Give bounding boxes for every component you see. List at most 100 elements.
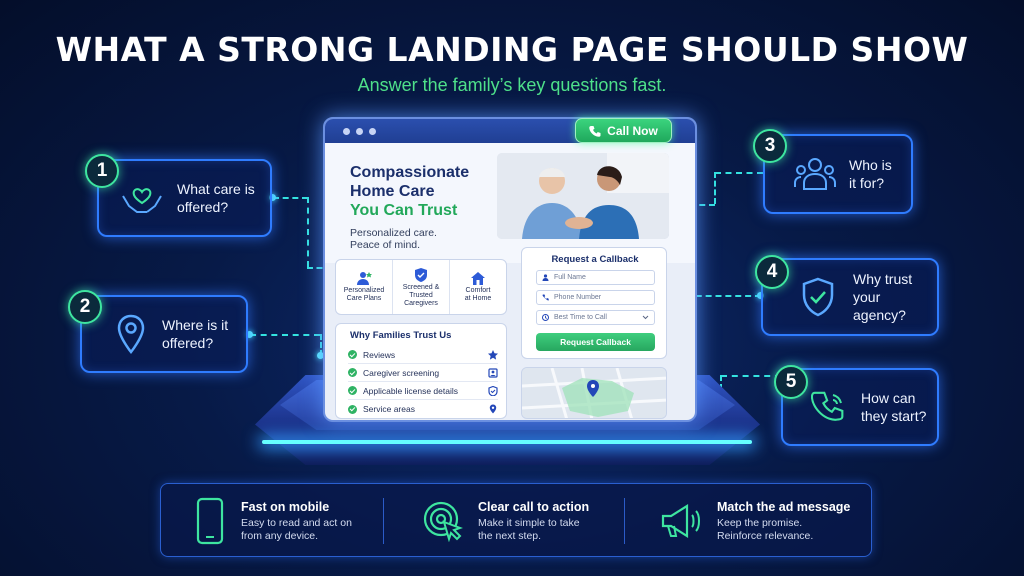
callout-label: Who is it for? <box>849 157 892 191</box>
tip-desc: the next step. <box>478 529 542 542</box>
trust-item-reviews: Reviews <box>348 346 498 364</box>
check-icon <box>348 404 357 414</box>
connector-1b <box>307 197 309 267</box>
landing-page-mockup: Compassionate Home Care You Can Trust Pe… <box>323 117 697 422</box>
connector-3b <box>714 172 716 204</box>
tip-desc: Make it simple to take <box>478 516 580 529</box>
trust-panel: Why Families Trust Us Reviews Caregiver … <box>335 323 507 419</box>
headline-line: Home Care <box>350 183 435 200</box>
field-placeholder: Phone Number <box>554 294 602 301</box>
request-callback-button[interactable]: Request Callback <box>536 333 655 351</box>
subtext-line: Peace of mind. <box>350 239 421 251</box>
subtext-line: Personalized care. <box>350 227 437 239</box>
feature-line: Comfort <box>465 287 491 294</box>
callout-number: 3 <box>753 129 787 163</box>
callout-why-trust: Why trust your agency? <box>761 258 939 336</box>
user-icon <box>542 274 549 281</box>
feature-line: Personalized <box>343 287 385 294</box>
feature-line: at Home <box>464 295 492 302</box>
phone-icon <box>589 125 601 137</box>
best-time-select[interactable]: Best Time to Call <box>536 310 655 325</box>
service-area-map <box>521 367 667 419</box>
window-dot <box>356 128 363 135</box>
feature-personalized: Personalized Care Plans <box>336 260 393 314</box>
people-group-icon <box>794 158 836 190</box>
phone-icon <box>811 391 844 421</box>
form-title: Request a Callback <box>551 254 639 265</box>
smartphone-icon <box>196 497 224 545</box>
connector-5a <box>721 375 781 377</box>
connector-dot <box>317 352 324 359</box>
field-placeholder: Best Time to Call <box>554 314 607 321</box>
page-title: WHAT A STRONG LANDING PAGE SHOULD SHOW <box>55 30 969 69</box>
callout-number: 1 <box>85 154 119 188</box>
callback-form: Request a Callback Full Name Phone Numbe… <box>521 247 667 359</box>
connector-1c <box>307 267 332 269</box>
trust-item-license: Applicable license details <box>348 382 498 400</box>
tip-fast-mobile: Fast on mobile Easy to read and act on f… <box>195 484 352 558</box>
tip-title: Match the ad message <box>717 499 851 514</box>
tip-desc: from any device. <box>241 529 319 542</box>
tip-clear-cta: Clear call to action Make it simple to t… <box>422 484 589 558</box>
hero-section: Compassionate Home Care You Can Trust Pe… <box>325 143 695 263</box>
star-icon <box>488 349 498 360</box>
caregiver-photo <box>497 153 669 239</box>
clock-icon <box>542 314 549 321</box>
callout-where: Where is it offered? <box>80 295 248 373</box>
callout-number: 5 <box>774 365 808 399</box>
trust-title: Why Families Trust Us <box>350 330 452 341</box>
feature-line: Screened & <box>402 283 440 291</box>
trust-item-areas: Service areas <box>348 400 498 418</box>
full-name-field[interactable]: Full Name <box>536 270 655 285</box>
connector-4 <box>676 295 761 297</box>
connector-dot <box>757 292 764 299</box>
map-pin-icon <box>489 404 497 414</box>
shield-check-icon <box>802 277 834 317</box>
hands-heart-icon <box>122 188 162 213</box>
connector-2a <box>250 334 320 336</box>
tip-desc: Easy to read and act on <box>241 516 352 529</box>
window-dot <box>369 128 376 135</box>
phone-number-field[interactable]: Phone Number <box>536 290 655 305</box>
divider <box>383 498 384 544</box>
bottom-tips-bar: Fast on mobile Easy to read and act on f… <box>160 483 872 557</box>
connector-2b <box>320 334 322 356</box>
shield-icon <box>415 267 427 282</box>
tip-title: Fast on mobile <box>241 499 330 514</box>
callout-who: Who is it for? <box>763 134 913 214</box>
chevron-down-icon <box>642 315 649 320</box>
location-pin-icon <box>117 314 145 355</box>
callout-label: What care is offered? <box>177 181 255 215</box>
connector-dot <box>269 194 276 201</box>
person-star-icon <box>357 272 372 285</box>
megaphone-icon <box>661 504 700 538</box>
home-icon <box>471 272 485 285</box>
callout-label: Where is it offered? <box>162 317 229 351</box>
phone-small-icon <box>542 294 549 301</box>
feature-comfort: Comfort at Home <box>450 260 506 314</box>
page-subtitle: Answer the family’s key questions fast. <box>357 75 667 95</box>
tip-match-ad: Match the ad message Keep the promise. R… <box>659 484 850 558</box>
headline-line: Compassionate <box>350 164 470 181</box>
tip-desc: Reinforce relevance. <box>717 529 814 542</box>
trust-item-screening: Caregiver screening <box>348 364 498 382</box>
trust-item-label: Service areas <box>363 404 415 414</box>
headline-line-green: You Can Trust <box>350 202 458 219</box>
field-placeholder: Full Name <box>554 274 586 281</box>
check-icon <box>348 350 357 359</box>
callout-number: 2 <box>68 290 102 324</box>
check-icon <box>348 386 357 395</box>
divider <box>624 498 625 544</box>
tip-title: Clear call to action <box>478 499 590 514</box>
connector-dot <box>246 331 253 338</box>
shield-small-icon <box>488 385 498 396</box>
connector-3a <box>715 172 763 174</box>
call-now-button[interactable]: Call Now <box>575 118 672 143</box>
id-card-icon <box>488 367 498 378</box>
tip-desc: Keep the promise. <box>717 516 803 529</box>
trust-item-label: Caregiver screening <box>363 367 440 378</box>
target-cursor-icon <box>423 501 463 542</box>
call-now-label: Call Now <box>607 123 658 138</box>
feature-line: Care Plans <box>346 295 382 302</box>
window-dot <box>343 128 350 135</box>
